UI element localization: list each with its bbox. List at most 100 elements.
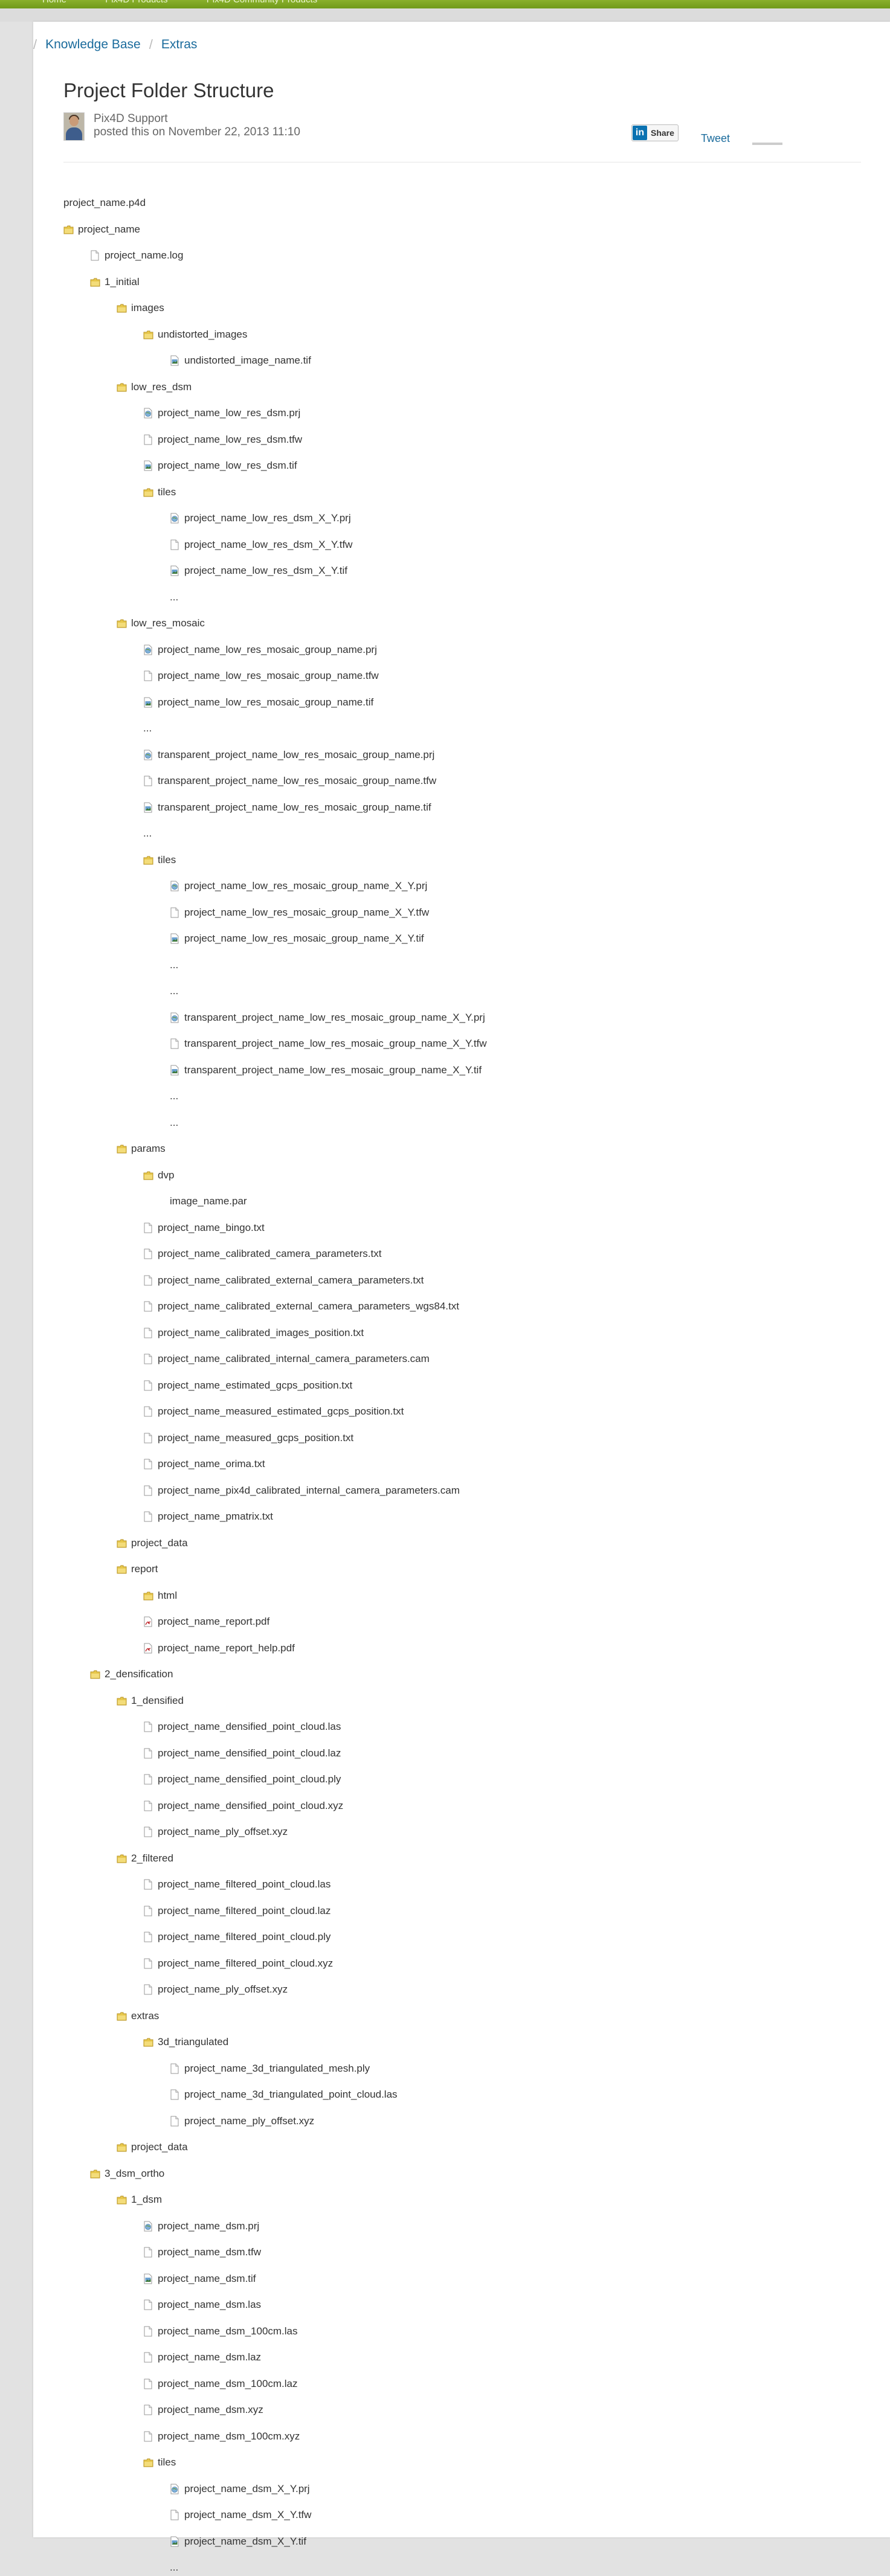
file-icon bbox=[143, 670, 153, 681]
tree-file: project_name_densified_point_cloud.ply bbox=[143, 1771, 341, 1788]
tree-file: project_name_dsm.laz bbox=[143, 2349, 261, 2366]
tree-file: project_name_measured_gcps_position.txt bbox=[143, 1430, 353, 1447]
tree-item-label: project_name_ply_offset.xyz bbox=[184, 2115, 315, 2127]
file-icon bbox=[143, 2352, 153, 2363]
tree-item-label: project_name_low_res_dsm_X_Y.tfw bbox=[184, 539, 353, 550]
tree-item-label: project_name.p4d bbox=[63, 197, 146, 208]
file-icon bbox=[170, 2063, 179, 2074]
breadcrumb-knowledge-base[interactable]: Knowledge Base bbox=[45, 37, 141, 51]
article-page: / Knowledge Base / Extras Project Folder… bbox=[33, 22, 890, 2573]
tweet-button[interactable]: Tweet bbox=[701, 132, 730, 144]
tree-item-label: 3d_triangulated bbox=[158, 2036, 229, 2048]
tree-item-label: project_name_dsm.xyz bbox=[158, 2404, 263, 2415]
file-icon bbox=[143, 1222, 153, 1233]
tree-file: project_name_dsm_X_Y.tfw bbox=[170, 2507, 311, 2523]
folder-icon bbox=[117, 2142, 127, 2153]
tree-item-label: 2_densification bbox=[105, 1668, 173, 1680]
top-nav-home[interactable]: Home bbox=[42, 0, 66, 5]
tree-item-label: transparent_project_name_low_res_mosaic_… bbox=[184, 1012, 485, 1023]
tree-file: project_name_filtered_point_cloud.ply bbox=[143, 1929, 331, 1945]
tree-file: project_name_bingo.txt bbox=[143, 1219, 265, 1236]
tree-item-label: project_name_3d_triangulated_point_cloud… bbox=[184, 2089, 398, 2100]
file-icon bbox=[143, 1932, 153, 1942]
tree-folder: undistorted_images bbox=[143, 326, 247, 343]
tree-item-label: ... bbox=[170, 959, 179, 971]
sub-header bbox=[0, 8, 890, 22]
tree-file: project_name_low_res_mosaic_group_name.p… bbox=[143, 641, 377, 658]
tree-item-label: project_name_bingo.txt bbox=[158, 1222, 265, 1233]
file-icon bbox=[143, 1826, 153, 1837]
file-icon bbox=[143, 2378, 153, 2389]
tree-item-label: project_name_3d_triangulated_mesh.ply bbox=[184, 2063, 370, 2074]
tree-file: project_name_low_res_dsm.tfw bbox=[143, 431, 302, 448]
image-file-icon bbox=[170, 1065, 179, 1076]
author-name[interactable]: Pix4D Support bbox=[94, 112, 168, 125]
folder-icon bbox=[117, 382, 127, 393]
tree-item-label: project_name_low_res_mosaic_group_name_X… bbox=[184, 933, 424, 944]
tree-file: project_name_report_help.pdf bbox=[143, 1640, 295, 1657]
image-file-icon bbox=[170, 2536, 179, 2547]
file-icon bbox=[170, 539, 179, 550]
tree-item-label: project_name_orima.txt bbox=[158, 1458, 265, 1469]
tree-item-label: images bbox=[131, 302, 164, 313]
top-nav-products[interactable]: Pix4D Products bbox=[105, 0, 167, 5]
tree-item-label: transparent_project_name_low_res_mosaic_… bbox=[158, 801, 431, 813]
folder-icon bbox=[143, 2037, 153, 2048]
tree-file: project_name_filtered_point_cloud.laz bbox=[143, 1903, 331, 1919]
tree-file: project_name_low_res_mosaic_group_name_X… bbox=[170, 904, 429, 921]
folder-icon bbox=[117, 1143, 127, 1154]
tree-file: project_name_dsm.tif bbox=[143, 2270, 256, 2287]
file-icon bbox=[143, 2247, 153, 2258]
tree-item-label: project_name_dsm_100cm.xyz bbox=[158, 2430, 300, 2442]
tree-item-label: ... bbox=[170, 1090, 179, 1102]
folder-icon bbox=[117, 2194, 127, 2205]
tree-file: project_name_low_res_mosaic_group_name_X… bbox=[170, 930, 424, 947]
tree-item-label: low_res_dsm bbox=[131, 381, 192, 393]
projection-file-icon bbox=[170, 1012, 179, 1023]
folder-icon bbox=[117, 303, 127, 313]
tree-file: project_name_3d_triangulated_mesh.ply bbox=[170, 2060, 370, 2077]
folder-icon bbox=[117, 2011, 127, 2022]
tree-item-label: project_name_ply_offset.xyz bbox=[158, 1983, 288, 1995]
tree-item-label: 1_dsm bbox=[131, 2194, 163, 2205]
avatar[interactable] bbox=[63, 112, 85, 141]
file-icon bbox=[143, 1380, 153, 1391]
top-nav-links: Home Pix4D Products Pix4D Community Prod… bbox=[42, 0, 353, 5]
tree-file: project_name_3d_triangulated_point_cloud… bbox=[170, 2086, 398, 2103]
tree-folder: html bbox=[143, 1587, 177, 1604]
tree-item-label: 2_filtered bbox=[131, 1852, 173, 1864]
file-icon bbox=[170, 2116, 179, 2127]
tree-folder: report bbox=[117, 1561, 158, 1578]
tree-item-label: project_name_low_res_mosaic_group_name.t… bbox=[158, 670, 379, 681]
folder-icon bbox=[117, 1695, 127, 1706]
tree-file: project_name_calibrated_camera_parameter… bbox=[143, 1245, 381, 1262]
linkedin-share-button[interactable]: in Share bbox=[631, 124, 679, 141]
file-icon bbox=[143, 1248, 153, 1259]
image-file-icon bbox=[143, 697, 153, 708]
file-icon bbox=[170, 2510, 179, 2520]
tree-folder: low_res_dsm bbox=[117, 379, 192, 396]
tree-file: project_name_dsm.tfw bbox=[143, 2244, 261, 2261]
tree-file: project_name_dsm.xyz bbox=[143, 2401, 263, 2418]
tree-file: project_name_densified_point_cloud.las bbox=[143, 1718, 341, 1735]
top-nav-community[interactable]: Pix4D Community Products bbox=[207, 0, 317, 5]
tree-item-label: project_data bbox=[131, 2141, 188, 2153]
tree-file: project_name_dsm_100cm.xyz bbox=[143, 2428, 300, 2445]
tree-item-label: ... bbox=[170, 591, 179, 603]
tree-item-label: project_name_dsm.las bbox=[158, 2299, 262, 2310]
tree-file: transparent_project_name_low_res_mosaic_… bbox=[170, 1009, 485, 1026]
tree-item-label: html bbox=[158, 1590, 178, 1601]
tree-file: project_name_low_res_mosaic_group_name.t… bbox=[143, 667, 379, 684]
tree-folder: project_data bbox=[117, 2139, 188, 2156]
tree-file: project_name_low_res_mosaic_group_name.t… bbox=[143, 694, 373, 711]
plus-one-button[interactable] bbox=[752, 143, 782, 145]
tree-folder: tiles bbox=[143, 2454, 176, 2471]
breadcrumb-extras[interactable]: Extras bbox=[161, 37, 198, 51]
folder-icon bbox=[143, 1170, 153, 1181]
tree-file: ... bbox=[170, 2559, 178, 2576]
file-icon bbox=[143, 1800, 153, 1811]
tree-item-label: ... bbox=[143, 827, 152, 839]
file-icon bbox=[170, 907, 179, 918]
image-file-icon bbox=[170, 355, 179, 366]
